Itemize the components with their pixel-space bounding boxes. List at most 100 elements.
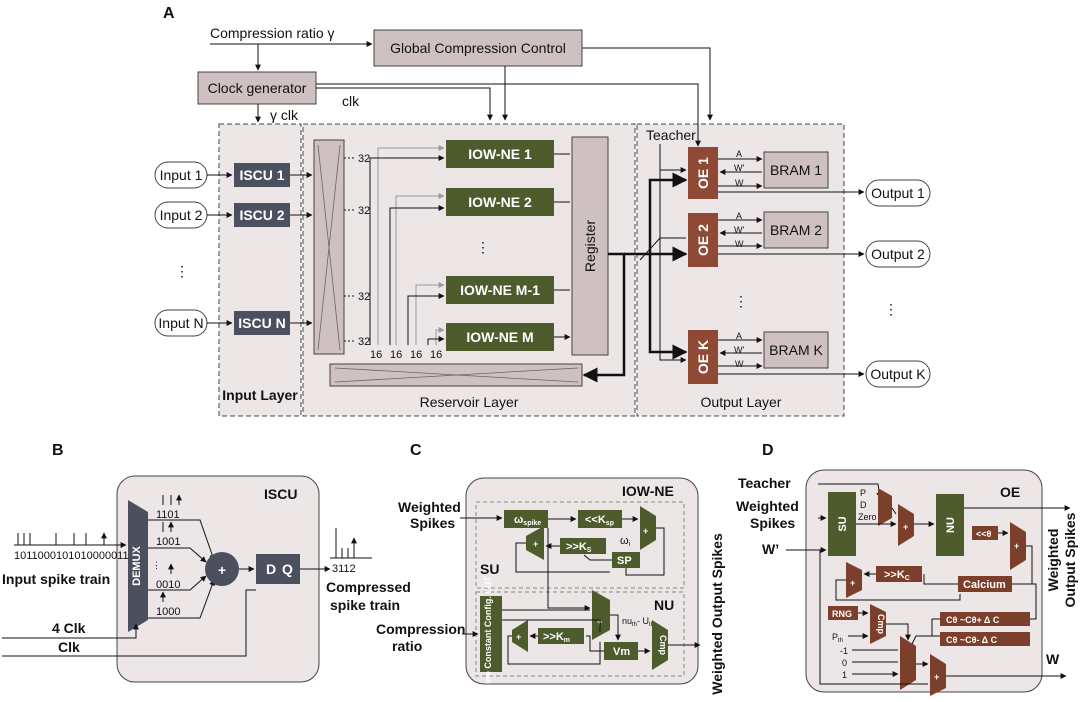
input-layer-label: Input Layer xyxy=(222,387,298,403)
output-2-pill xyxy=(865,240,931,268)
d-cmp-block xyxy=(870,604,886,644)
iow-ne-m-1 xyxy=(446,276,554,304)
vm-register xyxy=(604,642,638,660)
d-teacher-label: Teacher xyxy=(738,475,791,491)
clock-generator-label: Clock generator xyxy=(208,80,307,96)
bram-2-label: BRAM 2 xyxy=(770,222,822,238)
compression-ratio-label: Compression ratio γ xyxy=(210,25,335,41)
register-label: Register xyxy=(582,220,598,272)
rng-label: RNG xyxy=(832,609,852,619)
d-weighted-1: Weighted xyxy=(736,498,799,514)
d-nu-block xyxy=(936,494,964,556)
port-w-1: W xyxy=(735,178,744,188)
register xyxy=(571,136,609,356)
const-0: 0 xyxy=(842,658,847,668)
d-adder-top xyxy=(898,504,914,546)
kc-shift xyxy=(876,566,922,582)
nu-adder xyxy=(592,590,610,640)
code-1101: 1101 xyxy=(156,509,180,521)
d-weighted-2: Spikes xyxy=(750,515,795,531)
iow-ne-m-1-label: IOW-NE M-1 xyxy=(460,282,540,298)
compressed-bits: 3112 xyxy=(332,563,356,575)
ks-label: >>KS xyxy=(566,541,592,554)
d-mux-d: D xyxy=(860,500,867,510)
panel-a-label: A xyxy=(163,5,175,22)
dq-d: D xyxy=(266,561,276,577)
ksp-label: <<Ksp xyxy=(585,514,614,527)
panel-a: A Input Layer Reservoir Layer Output Lay… xyxy=(154,5,931,417)
code-1001: 1001 xyxy=(156,536,180,548)
rng-block xyxy=(828,606,858,620)
km-shift xyxy=(538,628,584,644)
compressed-label-1: Compressed xyxy=(326,579,411,595)
bus-16-3: 16 xyxy=(410,349,422,361)
c-minus-block xyxy=(940,632,1030,646)
d-mux-top xyxy=(878,488,892,526)
shift-theta-label: <<θ xyxy=(976,529,992,539)
output-dots: ⋮ xyxy=(884,301,898,317)
sp-register xyxy=(612,552,640,568)
c-weighted-output: Weighted Output Spikes xyxy=(709,533,725,695)
iscu-2 xyxy=(234,203,290,227)
d-wprime-label: W’ xyxy=(762,541,779,557)
c-minus-label: Cθ ~Cθ- Δ C xyxy=(946,635,998,645)
gamma-clk-label: γ clk xyxy=(270,107,299,123)
shift-theta xyxy=(972,526,998,540)
code-0010: 0010 xyxy=(156,579,180,591)
ksp-shift xyxy=(578,510,622,528)
port-w-2: W xyxy=(735,239,744,249)
port-a-k: A xyxy=(736,331,742,341)
bus-32-2: 32 xyxy=(358,205,370,217)
global-compression-control-label: Global Compression Control xyxy=(390,40,566,56)
port-wp-k: W' xyxy=(734,345,744,355)
compression-label-2: ratio xyxy=(392,638,422,654)
code-dots: ⋮ xyxy=(152,560,161,570)
panel-d: D OE Teacher Weighted Spikes W’ SU P D Z… xyxy=(736,442,1078,696)
d-adder-bottom-plus: + xyxy=(934,672,939,682)
time-constant-lut xyxy=(480,596,502,672)
nu-adder-left-plus: + xyxy=(516,632,521,642)
oe-k-label: OE K xyxy=(695,340,711,374)
d-weighted-out-2: Output Spikes xyxy=(1062,512,1078,607)
d-mux-zero: Zero xyxy=(858,512,877,522)
iscu-n-label: ISCU N xyxy=(238,315,285,331)
input-dots: ⋮ xyxy=(175,263,189,279)
nu-label-c: NU xyxy=(654,597,674,613)
vm-label: Vm xyxy=(613,646,630,658)
w-out-label: W xyxy=(1046,651,1060,667)
c-plus-label: Cθ ~Cθ+ Δ C xyxy=(946,615,1000,625)
dq-q: Q xyxy=(282,561,293,577)
oe-2-label: OE 2 xyxy=(695,224,711,256)
d-su-block xyxy=(828,492,856,556)
iscu-2-label: ISCU 2 xyxy=(239,207,284,223)
adder-plus: + xyxy=(218,562,226,578)
calcium-register xyxy=(958,576,1012,592)
clock-generator xyxy=(197,71,317,105)
oe-2 xyxy=(688,213,718,267)
d-su-label: SU xyxy=(837,516,849,531)
demux-block xyxy=(128,500,148,632)
su-adder-left-plus: + xyxy=(533,539,538,549)
bus-32-4: 32 xyxy=(358,336,370,348)
d-adder-left xyxy=(846,562,862,598)
calcium-label: Calcium xyxy=(963,579,1006,591)
wi-label: ωi xyxy=(620,535,631,548)
bram-k xyxy=(763,331,829,369)
dq-flipflop xyxy=(256,554,300,584)
const-1: 1 xyxy=(842,670,847,680)
km-label: >>Km xyxy=(543,631,570,644)
clk-label-b: Clk xyxy=(58,639,80,655)
output-2-label: Output 2 xyxy=(871,246,925,262)
compressed-label-2: spike train xyxy=(330,597,400,613)
d-adder-right xyxy=(1010,522,1026,570)
teacher-label: Teacher xyxy=(646,127,696,143)
panel-d-label: D xyxy=(762,442,774,459)
cmp-block-c xyxy=(652,620,668,670)
input-n-label: Input N xyxy=(158,315,203,331)
bus-32-3: 32 xyxy=(358,291,370,303)
panel-c-label: C xyxy=(410,442,422,459)
port-a-2: A xyxy=(736,211,742,221)
nuth-uth-label: nuth- Uth xyxy=(622,616,654,628)
w-spike-box xyxy=(504,510,548,528)
